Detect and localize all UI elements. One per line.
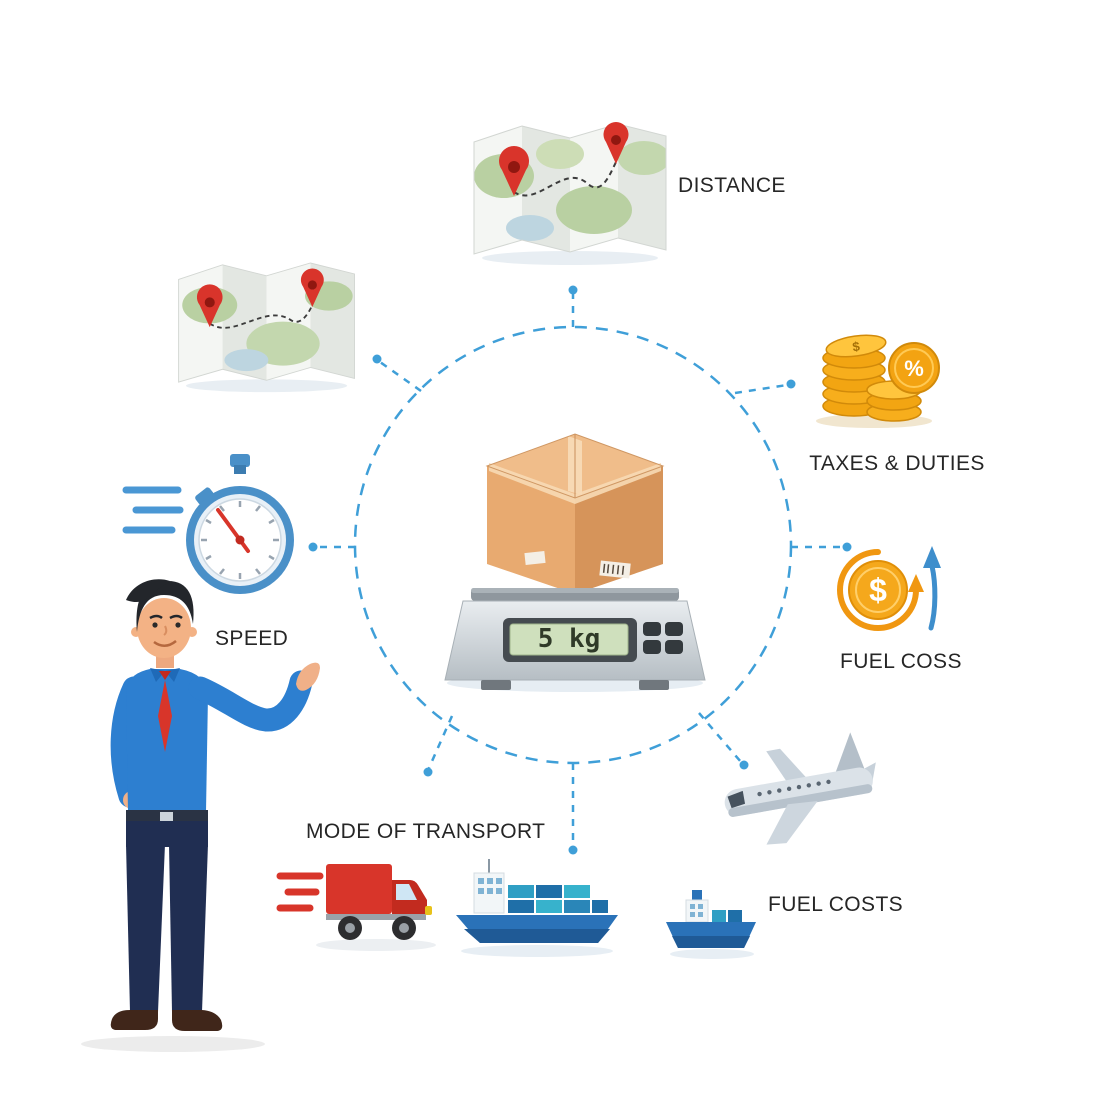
businessman-character [68, 548, 348, 1058]
fuel-cost-label: FUEL COSS [840, 650, 962, 673]
taxes-duties-label: TAXES & DUTIES [809, 452, 985, 475]
tie [158, 680, 172, 752]
truck-icon [276, 850, 441, 955]
containers [508, 885, 608, 913]
shoe [110, 1010, 158, 1030]
cardboard-box [485, 433, 665, 594]
map-pin-icon [196, 284, 223, 328]
right-arm [188, 670, 313, 732]
route-path [513, 161, 617, 197]
speed-label: SPEED [215, 627, 289, 650]
origin-map-icon [172, 252, 362, 394]
mode-of-transport-label: MODE OF TRANSPORT [306, 820, 546, 843]
cargo-ship-icon [452, 845, 622, 960]
speed-lines [122, 486, 184, 534]
open-hand [296, 662, 320, 691]
small-ship-icon [662, 882, 762, 960]
percent-glyph: % [904, 356, 924, 381]
scale-display-value: 5 kg [538, 624, 601, 654]
dollar-glyph: $ [869, 572, 887, 608]
fuel-cost-coin-icon: $ [836, 536, 951, 646]
map-pin-icon [603, 121, 629, 164]
face [137, 598, 191, 658]
route-path [209, 304, 314, 329]
dollar-glyph: $ [851, 338, 861, 354]
distance-map-icon [468, 112, 673, 267]
distance-label: DISTANCE [678, 174, 786, 197]
weighing-scale: 5 kg [444, 588, 706, 690]
fuel-costs-label: FUEL COSTS [768, 893, 904, 916]
pants [126, 821, 208, 1012]
speed-lines [276, 872, 324, 912]
clock-hand [216, 508, 242, 542]
scale-buttons [643, 622, 683, 654]
clock-ticks [201, 501, 279, 579]
map-pin-icon [499, 146, 529, 196]
coins-taxes-icon: $ % [806, 300, 946, 430]
airplane-icon [712, 718, 887, 863]
rising-arrow [928, 563, 938, 631]
connector-lines [317, 293, 843, 846]
shipping-label [524, 550, 546, 566]
package-on-scale-icon: 5 kg [415, 382, 735, 702]
barcode-label [599, 560, 631, 579]
connector-dots [308, 285, 852, 855]
shoe [172, 1010, 223, 1031]
map-pin-icon [300, 268, 324, 307]
stopwatch-icon [122, 448, 307, 608]
